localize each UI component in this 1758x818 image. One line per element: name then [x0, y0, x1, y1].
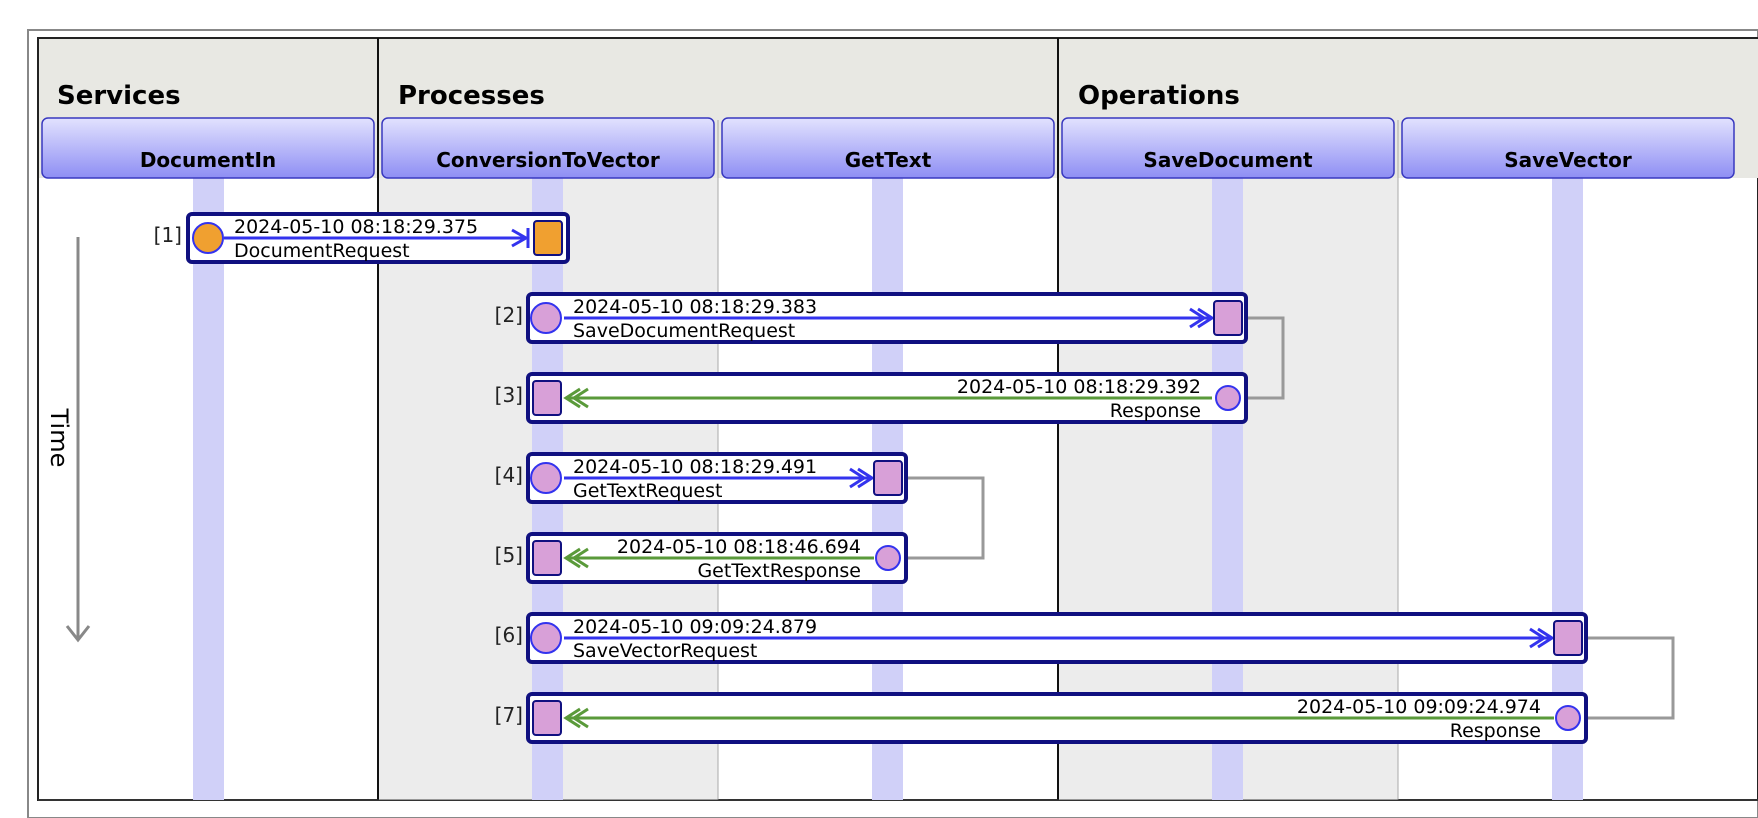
lifeline-documentin [193, 178, 224, 800]
message-7[interactable]: [7] 2024-05-10 09:09:24.974 Response [495, 692, 1588, 744]
response-arrowhead [571, 547, 589, 569]
message-index: [5] [495, 543, 523, 567]
time-axis: Time [45, 237, 91, 643]
message-name: GetTextRequest [573, 480, 722, 502]
message-name: Response [1450, 720, 1541, 742]
message-timestamp: 2024-05-10 08:18:29.375 [234, 216, 478, 238]
lane-header-savedocument[interactable]: SaveDocument [1061, 117, 1395, 179]
message-name: SaveDocumentRequest [573, 320, 795, 342]
message-name: GetTextResponse [697, 560, 861, 582]
response-arrowhead [563, 387, 581, 409]
message-index: [3] [495, 383, 523, 407]
message-name: SaveVectorRequest [573, 640, 757, 662]
process-endpoint-source [1215, 385, 1241, 411]
response-arrowhead [563, 547, 581, 569]
lane-header-documentin[interactable]: DocumentIn [41, 117, 375, 179]
message-2[interactable]: [2] 2024-05-10 08:18:29.383 SaveDocument… [495, 292, 1248, 344]
process-endpoint-target [532, 380, 562, 416]
message-index: [2] [495, 303, 523, 327]
request-arrowhead [857, 467, 875, 489]
lane-title: SaveDocument [1143, 148, 1313, 172]
request-arrowhead [511, 228, 530, 248]
process-endpoint-target [532, 540, 562, 576]
process-endpoint-source [530, 302, 562, 334]
service-endpoint-target [533, 220, 563, 256]
lane-header-savevector[interactable]: SaveVector [1401, 117, 1735, 179]
message-5[interactable]: [5] 2024-05-10 08:18:46.694 GetTextRespo… [495, 532, 908, 584]
lane-title: GetText [845, 148, 932, 172]
lane-title: SaveVector [1504, 148, 1632, 172]
service-endpoint-source [192, 222, 224, 254]
process-endpoint-target [1213, 300, 1243, 336]
response-arrowhead [571, 707, 589, 729]
process-endpoint-source [1555, 705, 1581, 731]
group-title-services: Services [57, 81, 181, 111]
message-1[interactable]: [1] 2024-05-10 08:18:29.375 DocumentRequ… [154, 212, 570, 264]
process-endpoint-source [530, 462, 562, 494]
message-name: Response [1110, 400, 1201, 422]
request-arrowhead [849, 467, 867, 489]
message-3[interactable]: [3] 2024-05-10 08:18:29.392 Response [495, 372, 1248, 424]
message-timestamp: 2024-05-10 09:09:24.974 [1297, 696, 1541, 718]
time-axis-arrowhead [65, 625, 91, 643]
process-endpoint-source [530, 622, 562, 654]
process-endpoint-target [873, 460, 903, 496]
lane-title: ConversionToVector [436, 148, 660, 172]
process-endpoint-target [532, 700, 562, 736]
request-arrowhead [1537, 627, 1555, 649]
return-connector-4-5 [908, 476, 985, 560]
lane-header-gettext[interactable]: GetText [721, 117, 1055, 179]
message-index: [1] [154, 223, 182, 247]
process-endpoint-source [875, 545, 901, 571]
message-timestamp: 2024-05-10 08:18:29.392 [957, 376, 1201, 398]
message-index: [6] [495, 623, 523, 647]
lane-title: DocumentIn [140, 148, 276, 172]
message-index: [7] [495, 703, 523, 727]
return-connector-6-7 [1588, 636, 1675, 720]
request-arrowhead [1197, 307, 1215, 329]
message-4[interactable]: [4] 2024-05-10 08:18:29.491 GetTextReque… [495, 452, 908, 504]
group-title-processes: Processes [398, 81, 545, 111]
time-axis-label: Time [45, 408, 73, 468]
request-arrowhead [1529, 627, 1547, 649]
message-6[interactable]: [6] 2024-05-10 09:09:24.879 SaveVectorRe… [495, 612, 1588, 664]
lane-header-conversiontovector[interactable]: ConversionToVector [381, 117, 715, 179]
message-index: [4] [495, 463, 523, 487]
message-name: DocumentRequest [234, 240, 410, 262]
message-timestamp: 2024-05-10 08:18:46.694 [617, 536, 861, 558]
message-timestamp: 2024-05-10 09:09:24.879 [573, 616, 817, 638]
response-arrowhead [563, 707, 581, 729]
return-connector-2-3 [1248, 316, 1285, 400]
response-arrowhead [571, 387, 589, 409]
message-timestamp: 2024-05-10 08:18:29.383 [573, 296, 817, 318]
process-endpoint-target [1553, 620, 1583, 656]
message-timestamp: 2024-05-10 08:18:29.491 [573, 456, 817, 478]
group-title-operations: Operations [1078, 81, 1240, 111]
request-arrowhead [1189, 307, 1207, 329]
